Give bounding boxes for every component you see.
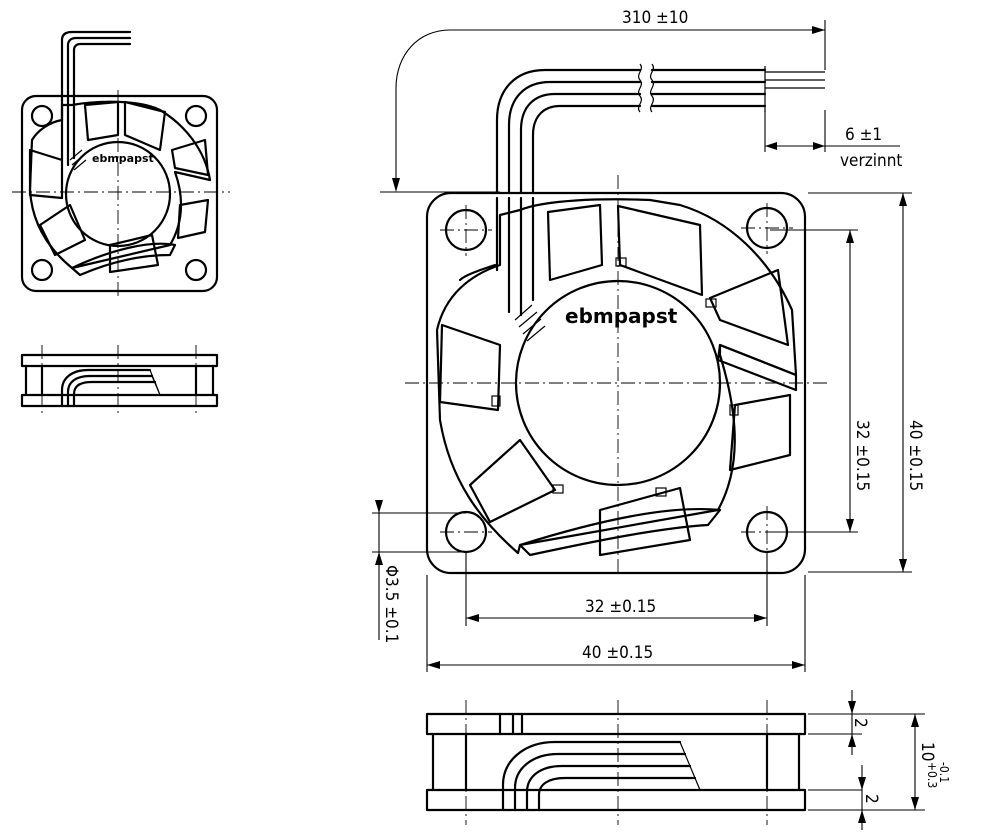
dim-height-outer: 40 ±0.15	[905, 420, 925, 491]
strip-note: verzinnt	[840, 151, 902, 171]
thumbnail-front-view: ebmpapst	[12, 30, 230, 300]
main-front-view: ebmpapst	[405, 63, 830, 575]
thumbnail-brand-logo: ebmpapst	[92, 152, 154, 165]
dim-cable-length: 310 ±10	[622, 8, 688, 28]
dim-strip-length: 6 ±1	[845, 125, 882, 145]
dim-flange-top: 2	[850, 718, 870, 728]
brand-logo: ebmpapst	[565, 304, 678, 328]
main-side-view: 2 2 10 +0.3 -0.1	[425, 690, 951, 830]
dim-height-hole-pitch: 32 ±0.15	[852, 420, 872, 491]
thumbnail-side-view	[20, 345, 219, 415]
dimension-lines: 310 ±10 6 ±1 verzinnt 40 ±0.15 32 ±0.15 …	[372, 8, 925, 672]
dim-depth-tol-upper: +0.3	[925, 762, 939, 788]
dim-width-outer: 40 ±0.15	[582, 643, 653, 663]
dim-depth: 10	[917, 742, 937, 761]
dim-width-hole-pitch: 32 ±0.15	[585, 597, 656, 617]
dim-depth-tol-lower: -0.1	[937, 762, 951, 783]
dim-hole-diameter: Φ3.5 ±0.1	[381, 565, 401, 643]
dim-flange-bottom: 2	[861, 794, 881, 804]
